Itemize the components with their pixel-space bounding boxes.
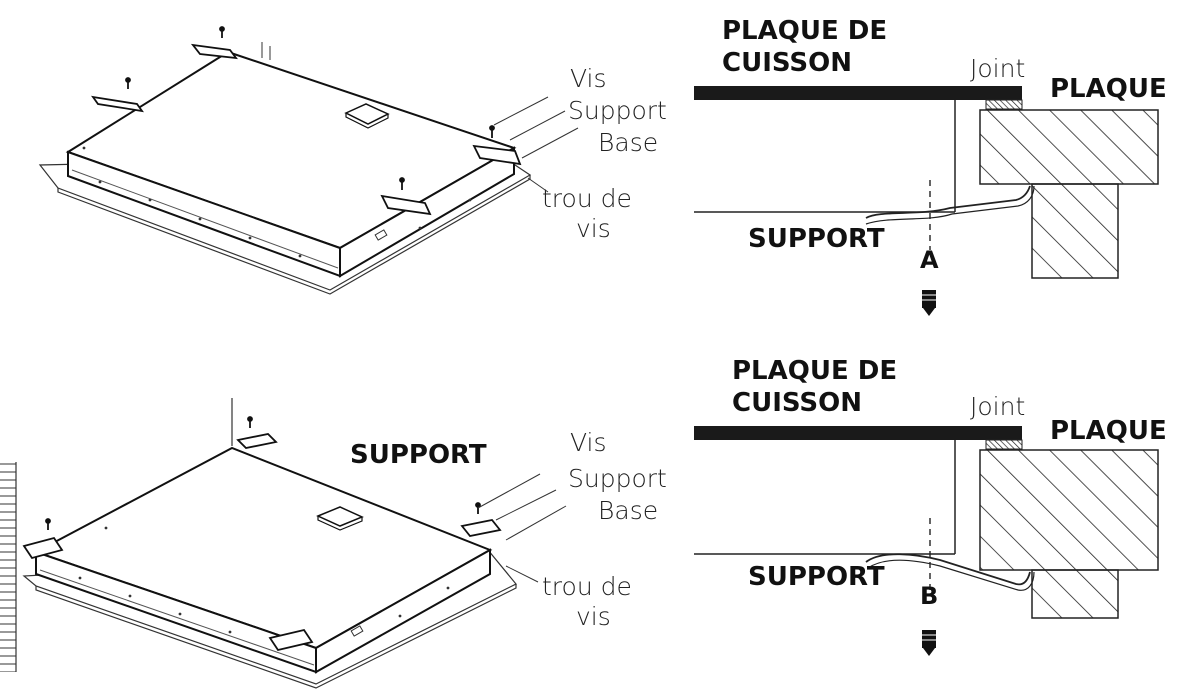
counter-slab [979, 109, 1159, 185]
hole-label-line2: vis [576, 602, 611, 631]
hob-plate [694, 86, 1022, 100]
hole-label-line1: trou de [542, 184, 632, 213]
counter-leg [1031, 569, 1119, 619]
bottom-right-section-panel: PLAQUE DE CUISSON Joint PLAQUE SUPPORT B [690, 340, 1179, 693]
base-label: Base [598, 496, 659, 525]
support-label: SUPPORT [748, 562, 885, 592]
bracket-left [22, 518, 64, 560]
seal-label: Joint [970, 54, 1026, 83]
counter-leg [1031, 183, 1119, 279]
hole-label-line1: trou de [542, 572, 632, 601]
support-clip [865, 553, 1031, 586]
bracket-left [91, 77, 144, 113]
counter-label: PLAQUE [1050, 416, 1167, 446]
bracket-top [190, 26, 238, 60]
hob-underside-wall-drawing [0, 398, 567, 689]
cross-section-a-drawing [694, 86, 1159, 316]
support-label: Support [568, 96, 667, 125]
seal-label: Joint [970, 392, 1026, 421]
bottom-left-isometric-panel: SUPPORT Vis Support Base trou de vis [0, 380, 700, 693]
top-right-section-panel: PLAQUE DE CUISSON Joint PLAQUE SUPPORT A [690, 0, 1179, 330]
cross-section-b-drawing [694, 426, 1159, 656]
hob-label-line1: PLAQUE DE [732, 356, 898, 386]
bracket-bottom [380, 177, 432, 216]
screw-icon [922, 290, 936, 316]
hob-box-top [65, 50, 517, 250]
screw-icon [922, 630, 936, 656]
section-marker: B [920, 582, 939, 610]
seal-gasket [985, 99, 1023, 110]
support-label: SUPPORT [748, 224, 885, 254]
bracket-right [472, 125, 522, 166]
hob-label-line2: CUISSON [722, 48, 853, 78]
counter-slab [979, 449, 1159, 571]
hob-plate [694, 426, 1022, 440]
bracket-bottom [268, 628, 314, 652]
hole-label-line2: vis [576, 214, 611, 243]
base-label: Base [598, 128, 659, 157]
support-title: SUPPORT [350, 440, 487, 470]
hob-label-line2: CUISSON [732, 388, 863, 418]
seal-gasket [985, 439, 1023, 450]
counter-label: PLAQUE [1050, 74, 1167, 104]
top-left-isometric-panel: Vis Support Base trou de vis [0, 0, 700, 300]
hob-label-line1: PLAQUE DE [722, 16, 888, 46]
hob-underside-drawing [38, 26, 579, 295]
support-clip [865, 185, 1031, 219]
wall [0, 462, 16, 672]
section-marker: A [920, 246, 939, 274]
screw-label: Vis [570, 64, 607, 93]
bracket-top [236, 416, 278, 449]
support-label: Support [568, 464, 667, 493]
screw-label: Vis [570, 428, 607, 457]
hob-box-top [33, 446, 493, 650]
bracket-right [460, 502, 502, 537]
